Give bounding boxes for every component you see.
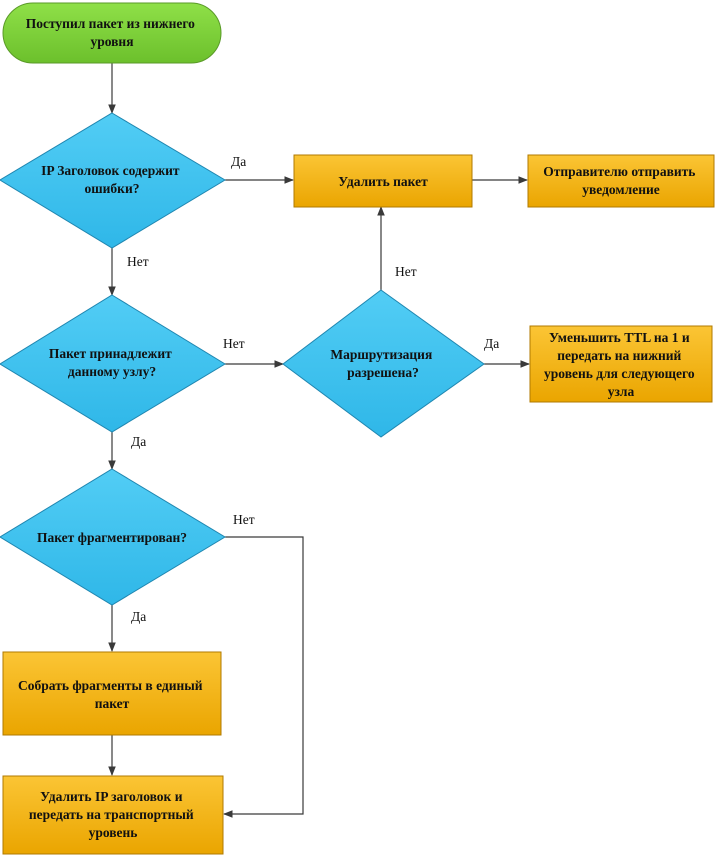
- process-decrease-ttl: Уменьшить TTL на 1 и передать на нижний …: [529, 325, 713, 403]
- decision-routing-allowed-line-2: разрешена?: [347, 365, 419, 380]
- edge-label-belongs-no: Нет: [223, 336, 245, 351]
- process-remove-header-line-1: Удалить IP заголовок и: [40, 789, 183, 804]
- process-delete-packet-line-1: Удалить пакет: [338, 174, 428, 189]
- edge-label-fragmented-yes: Да: [131, 609, 146, 624]
- process-delete-packet-shape: [293, 154, 473, 208]
- process-decrease-ttl-line-4: узла: [608, 384, 635, 399]
- decision-header-errors: IP Заголовок содержит ошибки?: [0, 112, 226, 249]
- process-notify-sender-line-1: Отправителю отправить: [543, 164, 695, 179]
- decision-is-fragmented-line-1: Пакет фрагментирован?: [37, 530, 187, 545]
- decision-header-errors-label: IP Заголовок содержит ошибки?: [41, 163, 183, 196]
- edge-labels: Да Нет Нет Нет Да Да Нет Да: [127, 154, 499, 624]
- process-assemble-fragments-label: Собрать фрагменты в единый пакет: [18, 678, 206, 711]
- decision-header-errors-line-1: IP Заголовок содержит: [41, 163, 180, 178]
- decision-belongs-to-node-line-2: данному узлу?: [68, 364, 156, 379]
- decision-is-fragmented-shape: [0, 468, 226, 606]
- process-assemble-fragments-line-1: Собрать фрагменты в единый: [18, 678, 203, 693]
- process-delete-packet-label: Удалить пакет: [338, 174, 428, 189]
- edge-fragmented-no: [223, 536, 304, 818]
- process-notify-sender-shape: [527, 154, 715, 208]
- start-label-line-2: уровня: [90, 34, 133, 49]
- decision-is-fragmented-label: Пакет фрагментирован?: [37, 530, 187, 545]
- start-label: Поступил пакет из нижнего уровня: [26, 16, 199, 49]
- edge-label-belongs-yes: Да: [131, 434, 146, 449]
- start-node: Поступил пакет из нижнего уровня: [2, 2, 222, 64]
- decision-routing-allowed-line-1: Маршрутизация: [330, 347, 432, 362]
- process-notify-sender: Отправителю отправить уведомление: [527, 154, 715, 208]
- decision-routing-allowed-label: Маршрутизация разрешена?: [330, 347, 435, 380]
- process-assemble-fragments-line-2: пакет: [95, 696, 130, 711]
- decision-belongs-to-node-label: Пакет принадлежит данному узлу?: [49, 346, 175, 379]
- decision-belongs-to-node: Пакет принадлежит данному узлу?: [0, 294, 226, 433]
- start-shape: [2, 2, 222, 64]
- decision-routing-allowed-shape: [282, 289, 485, 438]
- process-decrease-ttl-label: Уменьшить TTL на 1 и передать на нижний …: [544, 330, 698, 399]
- edges: [108, 63, 530, 818]
- decision-belongs-to-node-line-1: Пакет принадлежит: [49, 346, 172, 361]
- process-remove-header-line-2: передать на транспортный: [29, 807, 194, 822]
- edge-label-routing-yes: Да: [484, 336, 499, 351]
- decision-header-errors-shape: [0, 112, 226, 249]
- process-decrease-ttl-line-1: Уменьшить TTL на 1 и: [549, 330, 690, 345]
- process-assemble-fragments: Собрать фрагменты в единый пакет: [2, 651, 222, 736]
- edge-label-errors-yes: Да: [231, 154, 246, 169]
- process-remove-header-label: Удалить IP заголовок и передать на транс…: [29, 789, 197, 840]
- process-remove-header: Удалить IP заголовок и передать на транс…: [2, 775, 224, 855]
- process-notify-sender-label: Отправителю отправить уведомление: [543, 164, 699, 197]
- edge-label-routing-no: Нет: [395, 264, 417, 279]
- process-remove-header-line-3: уровень: [89, 825, 138, 840]
- edge-label-errors-no: Нет: [127, 254, 149, 269]
- decision-belongs-to-node-shape: [0, 294, 226, 433]
- process-assemble-fragments-shape: [2, 651, 222, 736]
- process-decrease-ttl-line-2: передать на нижний: [557, 348, 681, 363]
- process-delete-packet: Удалить пакет: [293, 154, 473, 208]
- process-decrease-ttl-shape: [529, 325, 713, 403]
- edge-label-fragmented-no: Нет: [233, 512, 255, 527]
- start-label-line-1: Поступил пакет из нижнего: [26, 16, 195, 31]
- decision-is-fragmented: Пакет фрагментирован?: [0, 468, 226, 606]
- decision-routing-allowed: Маршрутизация разрешена?: [282, 289, 485, 438]
- decision-header-errors-line-2: ошибки?: [85, 181, 140, 196]
- process-decrease-ttl-line-3: уровень для следующего: [544, 366, 695, 381]
- process-notify-sender-line-2: уведомление: [582, 182, 660, 197]
- process-remove-header-shape: [2, 775, 224, 855]
